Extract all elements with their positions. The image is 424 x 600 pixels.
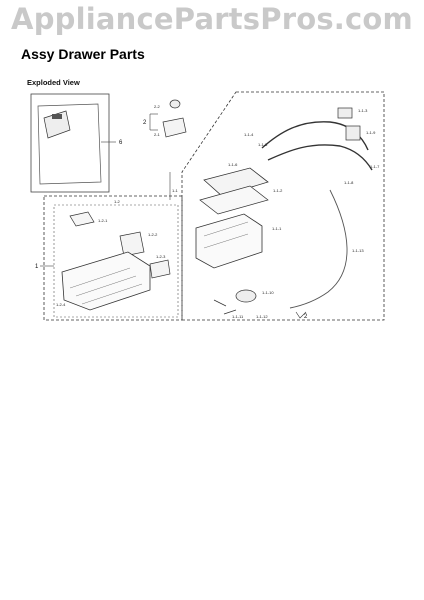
drawer-cup-2	[119, 231, 145, 257]
housing-cover	[203, 167, 269, 197]
hose-upper	[261, 121, 369, 151]
callout-1-1-7: 1-1-7	[370, 164, 380, 169]
callout-2-1: 2-1	[154, 132, 161, 137]
product-drawer-shape	[43, 110, 71, 139]
housing-parts: 2 1-1 1-1-2 1-1-1 1-1-3 1-1-4 1-1-5 1-1-…	[172, 107, 380, 320]
callout-1-1-10: 1-1-10	[262, 290, 274, 295]
callout-1-1-9: 1-1-9	[366, 130, 376, 135]
exploded-view-label: Exploded View	[27, 78, 80, 87]
callout-1-1-4: 1-1-4	[244, 132, 254, 137]
callout-1-2-4: 1-2-4	[56, 302, 66, 307]
knob-part	[169, 99, 181, 109]
callout-1: 1	[35, 264, 39, 270]
callout-2-2: 2-2	[154, 104, 161, 109]
housing-plate	[199, 185, 269, 215]
bellows-part	[235, 289, 257, 303]
callout-1-1-2: 1-1-2	[273, 188, 283, 193]
valve-body	[337, 107, 353, 119]
valve-body-2	[345, 125, 361, 141]
cap-part	[162, 117, 187, 138]
callout-6: 6	[119, 140, 123, 146]
callout-2-bottom: 2	[304, 314, 308, 320]
drawer-cup-1	[69, 211, 95, 227]
page-title: Assy Drawer Parts	[21, 46, 145, 62]
callout-1-1-12: 1-1-12	[256, 314, 268, 319]
callout-1-1-8: 1-1-8	[344, 180, 354, 185]
drawer-cup-3	[149, 259, 171, 279]
callout-1-1-11: 1-1-11	[232, 314, 244, 319]
drawer-group-outline	[43, 195, 183, 321]
group-2: 2 2-2 2-1	[143, 99, 187, 138]
callout-1-2-1: 1-2-1	[98, 218, 108, 223]
callout-1-1: 1-1	[172, 188, 179, 193]
housing-group-outline	[181, 91, 385, 321]
callout-1-1-3: 1-1-3	[358, 108, 368, 113]
product-box-group: 6	[30, 93, 123, 193]
drawer-body	[61, 251, 151, 311]
clamp-parts	[213, 299, 237, 315]
housing-case	[195, 213, 263, 269]
product-box-frame	[30, 93, 110, 193]
hose-middle	[267, 144, 373, 171]
callout-1-2: 1-2	[114, 199, 121, 204]
callout-1-1-5: 1-1-5	[258, 142, 268, 147]
callout-1-1-13: 1-1-13	[352, 248, 364, 253]
drawer-parts: 1 1-2 1-2-1 1-2-2 1-2-3 1-2-4	[35, 199, 171, 311]
site-watermark: AppliancePartsPros.com	[11, 2, 413, 36]
product-cabinet	[37, 103, 102, 185]
callout-2: 2	[143, 120, 147, 126]
long-hose	[289, 189, 348, 309]
product-drawer-detail	[52, 114, 62, 119]
callout-1-1-6: 1-1-6	[228, 162, 238, 167]
drawer-subgroup-outline	[53, 204, 179, 318]
callout-1-1-1: 1-1-1	[272, 226, 282, 231]
callout-1-2-2: 1-2-2	[148, 232, 158, 237]
callout-1-2-3: 1-2-3	[156, 254, 166, 259]
